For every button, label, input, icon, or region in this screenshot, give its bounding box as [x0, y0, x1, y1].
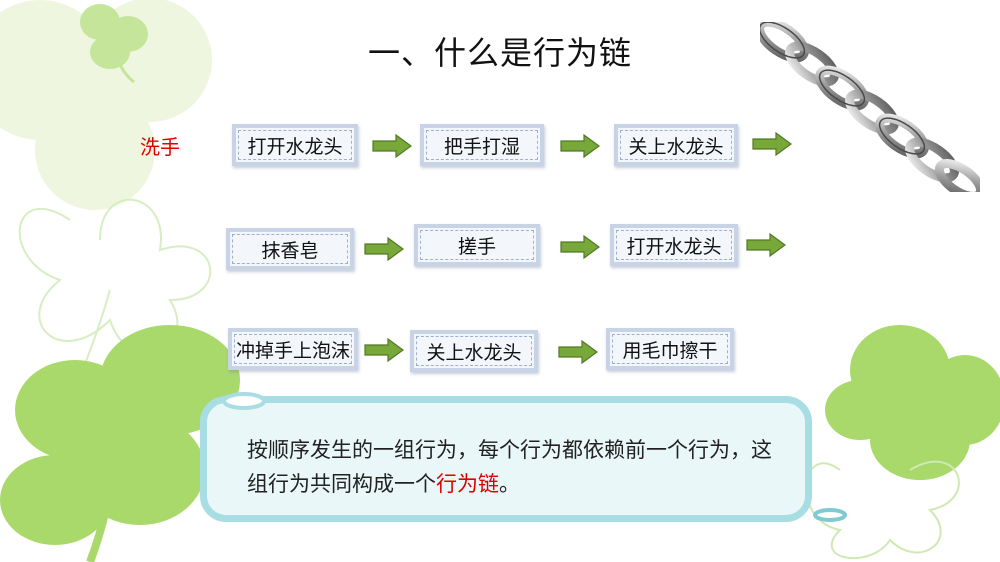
arrow-right-icon: [364, 237, 404, 261]
clover-icon: [80, 4, 148, 84]
arrow-right-icon: [560, 235, 600, 259]
callout-bubble-icon: [813, 508, 847, 522]
chain-icon: [760, 22, 980, 192]
page-title: 一、什么是行为链: [367, 34, 632, 72]
step-box: 把手打湿: [420, 124, 544, 166]
arrow-right-icon: [746, 233, 786, 257]
definition-text: 按顺序发生的一组行为，每个行为都依赖前一个行为，这组行为共同构成一个行为链。: [247, 433, 787, 501]
definition-text-main: 按顺序发生的一组行为，每个行为都依赖前一个行为，这组行为共同构成一个: [247, 438, 772, 496]
definition-text-end: 。: [499, 472, 520, 496]
step-box: 关上水龙头: [410, 330, 538, 372]
step-box: 关上水龙头: [614, 124, 738, 166]
arrow-right-icon: [364, 338, 404, 362]
step-box: 打开水龙头: [232, 124, 358, 166]
definition-highlight: 行为链: [436, 472, 499, 496]
definition-callout: 按顺序发生的一组行为，每个行为都依赖前一个行为，这组行为共同构成一个行为链。: [200, 396, 812, 522]
callout-bubble-icon: [222, 392, 266, 410]
arrow-right-icon: [558, 340, 598, 364]
step-box: 搓手: [414, 224, 540, 266]
step-box: 冲掉手上泡沫: [228, 328, 358, 370]
clover-icon: [825, 325, 1000, 480]
arrow-right-icon: [560, 134, 600, 158]
step-box: 用毛巾擦干: [606, 328, 734, 370]
arrow-right-icon: [372, 134, 412, 158]
row-label-wash-hands: 洗手: [140, 135, 180, 159]
step-box: 抹香皂: [226, 228, 354, 270]
arrow-right-icon: [752, 132, 792, 156]
step-box: 打开水龙头: [610, 224, 738, 266]
